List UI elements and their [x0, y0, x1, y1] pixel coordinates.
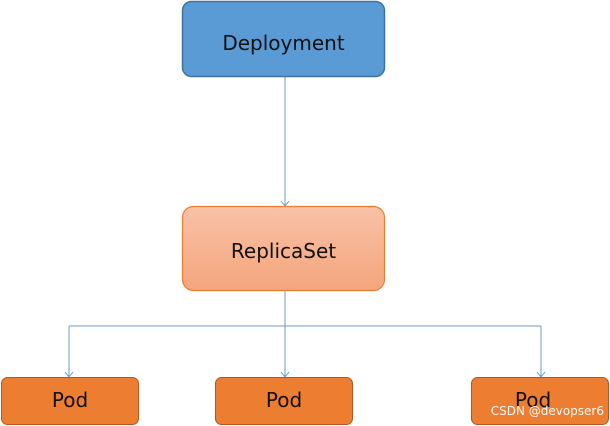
pod-label-3: Pod — [515, 388, 551, 412]
pod-box-1 — [1, 377, 139, 425]
replicaset-box — [181, 205, 386, 292]
deployment-label: Deployment — [222, 31, 344, 55]
pod-node-1: Pod — [1, 377, 139, 425]
connectors — [69, 77, 541, 377]
pod-label-2: Pod — [266, 388, 302, 412]
pod-label-1: Pod — [52, 388, 88, 412]
deployment-node: Deployment — [181, 0, 386, 78]
deployment-box — [181, 0, 386, 78]
replicaset-node: ReplicaSet — [181, 205, 386, 292]
pod-box-2 — [215, 377, 353, 425]
watermark: CSDN @devopser6 — [490, 404, 604, 418]
replicaset-label: ReplicaSet — [231, 239, 336, 263]
pod-node-2: Pod — [215, 377, 353, 425]
pod-box-3 — [471, 377, 609, 425]
pod-node-3: Pod — [471, 377, 609, 425]
